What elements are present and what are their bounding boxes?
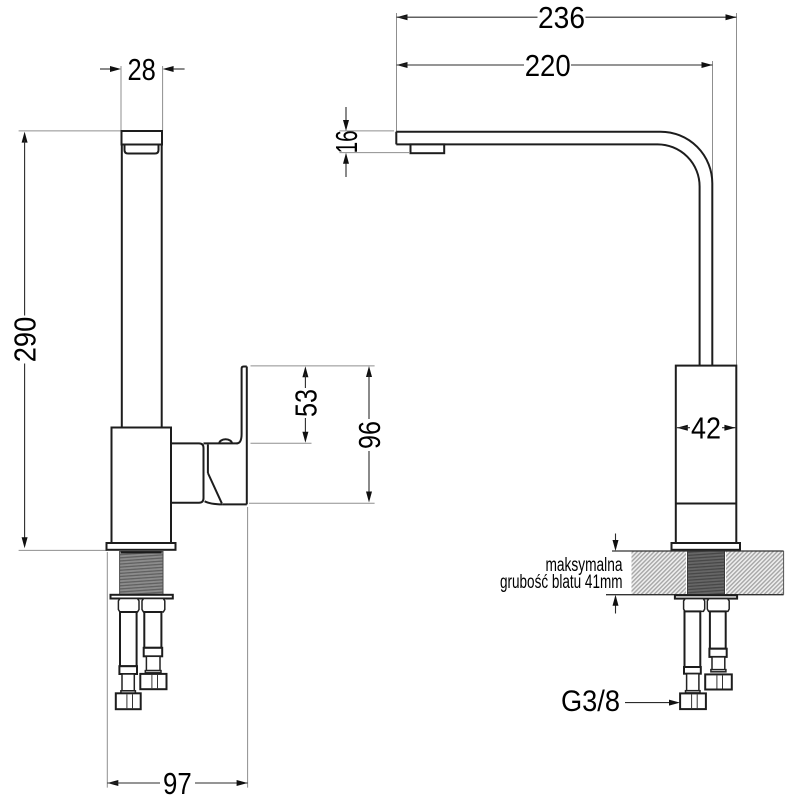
svg-text:16: 16 — [330, 130, 364, 153]
svg-text:236: 236 — [538, 1, 585, 35]
svg-text:28: 28 — [127, 53, 155, 87]
svg-text:220: 220 — [525, 49, 571, 83]
svg-text:290: 290 — [8, 317, 42, 363]
svg-text:96: 96 — [353, 421, 387, 449]
svg-text:G3/8: G3/8 — [561, 685, 620, 718]
svg-text:42: 42 — [691, 412, 721, 446]
svg-text:53: 53 — [289, 389, 323, 417]
svg-text:97: 97 — [163, 767, 192, 800]
svg-text:maksymalna: maksymalna — [546, 555, 623, 576]
svg-text:grubość blatu 41mm: grubość blatu 41mm — [500, 572, 623, 593]
